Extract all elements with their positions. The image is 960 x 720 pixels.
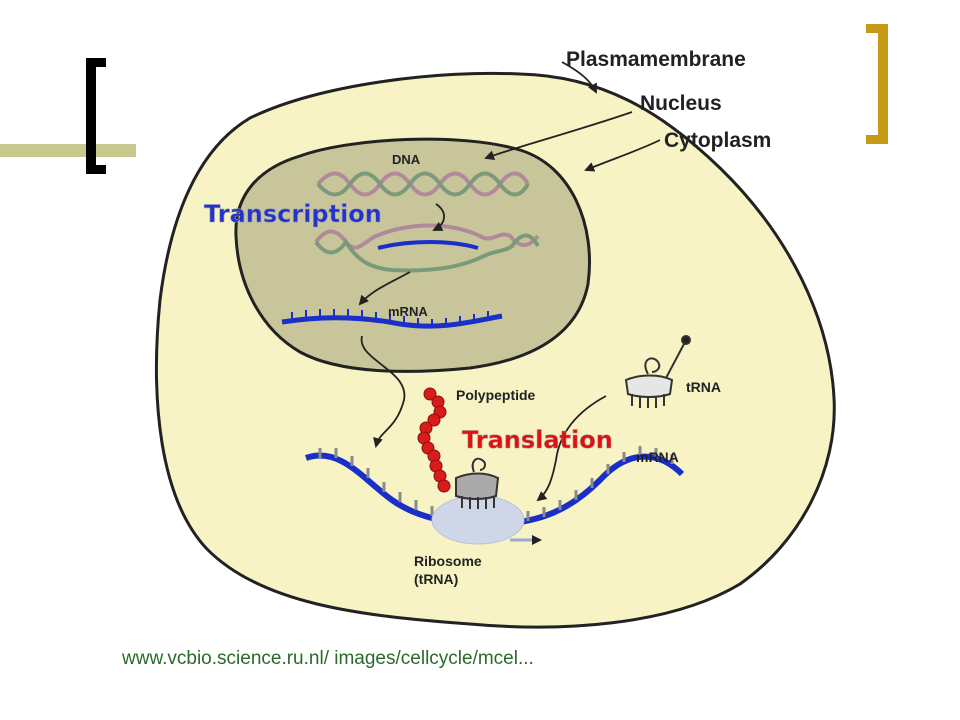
label-plasma-membrane: Plasmamembrane xyxy=(566,48,746,71)
arrow-cytoplasm xyxy=(584,139,661,172)
label-transcription: Transcription xyxy=(204,200,382,228)
label-nucleus: Nucleus xyxy=(640,92,722,115)
source-url: www.vcbio.science.ru.nl/ images/cellcycl… xyxy=(122,648,534,669)
label-cytoplasm: Cytoplasm xyxy=(664,129,771,152)
label-ribosome-sub: (tRNA) xyxy=(414,571,458,587)
dna-helix xyxy=(316,171,530,197)
label-mrna-cytoplasm: mRNA xyxy=(636,449,679,465)
label-ribosome: Ribosome xyxy=(414,553,482,569)
label-polypeptide: Polypeptide xyxy=(456,387,536,403)
left-bracket-bottom xyxy=(86,165,106,174)
label-translation: Translation xyxy=(462,426,613,454)
trna-at-ribosome xyxy=(455,457,500,509)
right-bracket xyxy=(878,24,888,144)
left-rule xyxy=(0,144,136,157)
dna-transcription-bubble xyxy=(314,223,540,273)
nucleus xyxy=(234,137,591,373)
left-bracket xyxy=(86,58,96,174)
trna-free xyxy=(624,335,691,408)
label-trna: tRNA xyxy=(686,379,721,395)
right-bracket-bottom xyxy=(866,135,888,144)
left-bracket-top xyxy=(86,58,106,67)
arrow-nucleus xyxy=(484,111,633,161)
arrow-mrna-export xyxy=(360,335,406,448)
arrow-transcription xyxy=(432,203,445,231)
label-mrna-nucleus: mRNA xyxy=(388,304,428,319)
mrna-strand-nucleus xyxy=(281,309,503,329)
label-dna: DNA xyxy=(392,152,421,167)
arrow-trna xyxy=(536,395,607,502)
right-bracket-top xyxy=(866,24,888,33)
arrow-to-mrna xyxy=(358,271,411,306)
arrow-plasma-membrane xyxy=(561,61,597,94)
polypeptide-chain xyxy=(417,387,451,493)
